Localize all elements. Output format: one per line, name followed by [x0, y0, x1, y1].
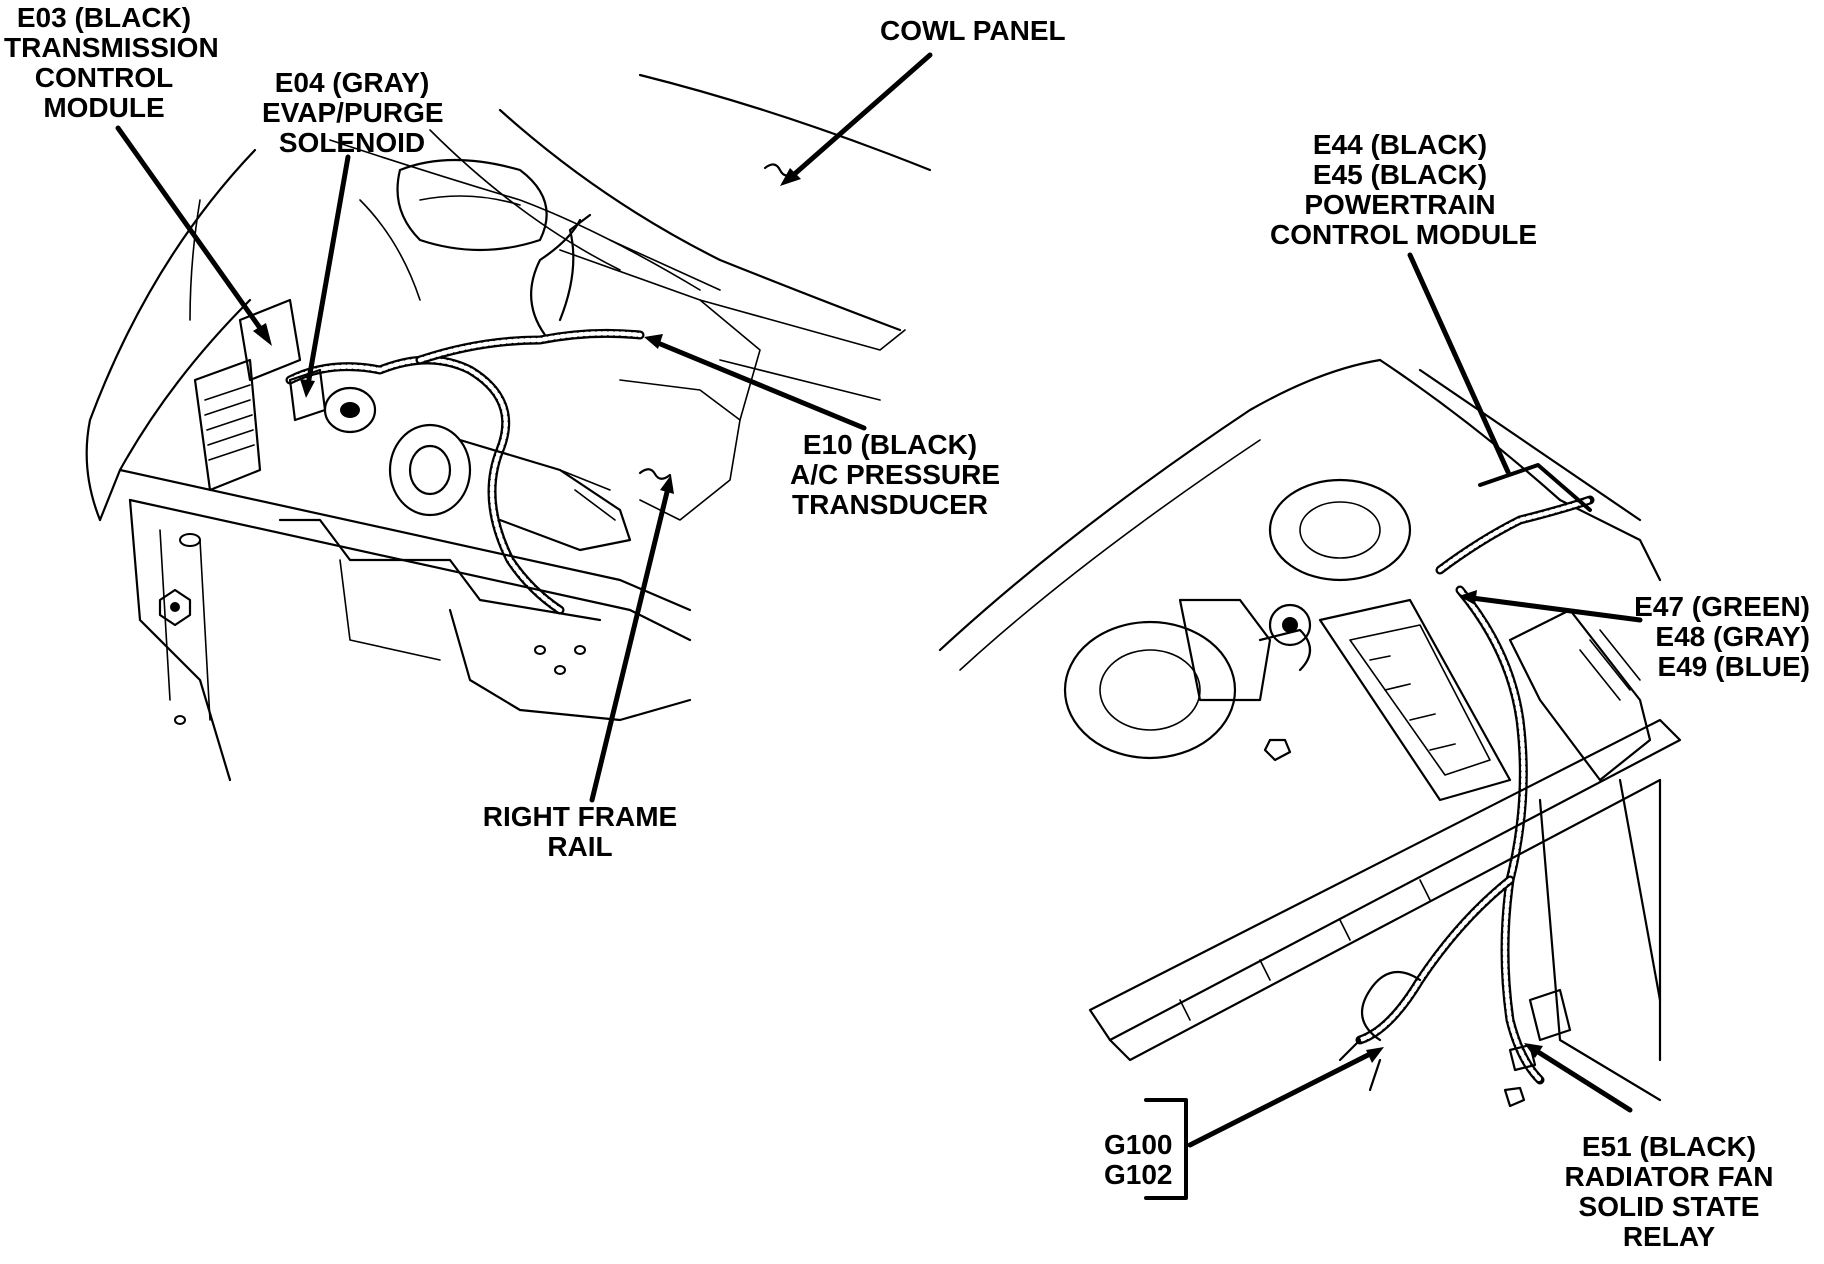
- e10-line-3: TRANSDUCER: [792, 489, 988, 520]
- e04-pointer: [305, 154, 351, 388]
- left-engine-view: [85, 52, 933, 803]
- frame-line-2: RAIL: [547, 831, 613, 862]
- label-e10-ac-pressure-transducer: E10 (BLACK) A/C PRESSURE TRANSDUCER: [790, 429, 1001, 520]
- pcm-line-1: E44 (BLACK): [1312, 129, 1488, 160]
- pcm-line-2: E45 (BLACK): [1312, 159, 1488, 190]
- e10-line-2: A/C PRESSURE: [790, 459, 1001, 490]
- e47-pointer: [1469, 595, 1643, 623]
- ground-line-1: G100: [1104, 1129, 1173, 1160]
- cowl-pointer: [787, 52, 933, 181]
- right-engine-view: [938, 252, 1682, 1200]
- e51-line-3: SOLID STATE: [1578, 1191, 1760, 1222]
- pcm-line-3: POWERTRAIN: [1304, 189, 1496, 220]
- ground-pointer: [1187, 1050, 1375, 1148]
- e04-line-2: EVAP/PURGE: [262, 97, 444, 128]
- e10-pointer: [655, 340, 867, 431]
- e10-line-1: E10 (BLACK): [802, 429, 978, 460]
- frame-line-1: RIGHT FRAME: [482, 801, 678, 832]
- e51-line-1: E51 (BLACK): [1581, 1131, 1757, 1162]
- e03-line-2: TRANSMISSION: [4, 32, 219, 63]
- e51-line-2: RADIATOR FAN: [1564, 1161, 1774, 1192]
- e03-pointer: [115, 125, 268, 338]
- label-e04-evap-purge-solenoid: E04 (GRAY) EVAP/PURGE SOLENOID: [262, 67, 444, 158]
- pcm-pointer: [1407, 252, 1511, 475]
- e47-line-3: E49 (BLUE): [1657, 651, 1810, 682]
- e04-line-3: SOLENOID: [278, 127, 426, 158]
- e03-line-3: CONTROL: [34, 62, 174, 93]
- label-powertrain-control-module: E44 (BLACK) E45 (BLACK) POWERTRAIN CONTR…: [1270, 129, 1538, 250]
- ground-bracket: [1144, 1098, 1188, 1200]
- e51-line-4: RELAY: [1622, 1221, 1716, 1252]
- label-e03-transmission-control-module: E03 (BLACK) TRANSMISSION CONTROL MODULE: [4, 2, 219, 123]
- frame-pointer: [589, 485, 671, 803]
- e47-line-2: E48 (GRAY): [1655, 621, 1810, 652]
- e51-pointer: [1532, 1047, 1633, 1113]
- e03-line-1: E03 (BLACK): [16, 2, 192, 33]
- label-e47-e48-e49: E47 (GREEN) E48 (GRAY) E49 (BLUE): [1630, 592, 1810, 682]
- e47-line-1: E47 (GREEN): [1634, 591, 1810, 622]
- ground-line-2: G102: [1104, 1159, 1173, 1190]
- label-e51-radiator-fan-relay: E51 (BLACK) RADIATOR FAN SOLID STATE REL…: [1564, 1132, 1774, 1252]
- label-ground-g100-g102: G100 G102: [1104, 1130, 1184, 1190]
- label-cowl-panel: COWL PANEL: [880, 15, 1066, 46]
- e04-line-1: E04 (GRAY): [274, 67, 430, 98]
- pcm-bracket: [1478, 463, 1592, 512]
- label-right-frame-rail: RIGHT FRAME RAIL: [480, 802, 680, 862]
- pcm-line-4: CONTROL MODULE: [1270, 219, 1538, 250]
- e03-line-4: MODULE: [43, 92, 165, 123]
- cowl-line-1: COWL PANEL: [880, 15, 1066, 46]
